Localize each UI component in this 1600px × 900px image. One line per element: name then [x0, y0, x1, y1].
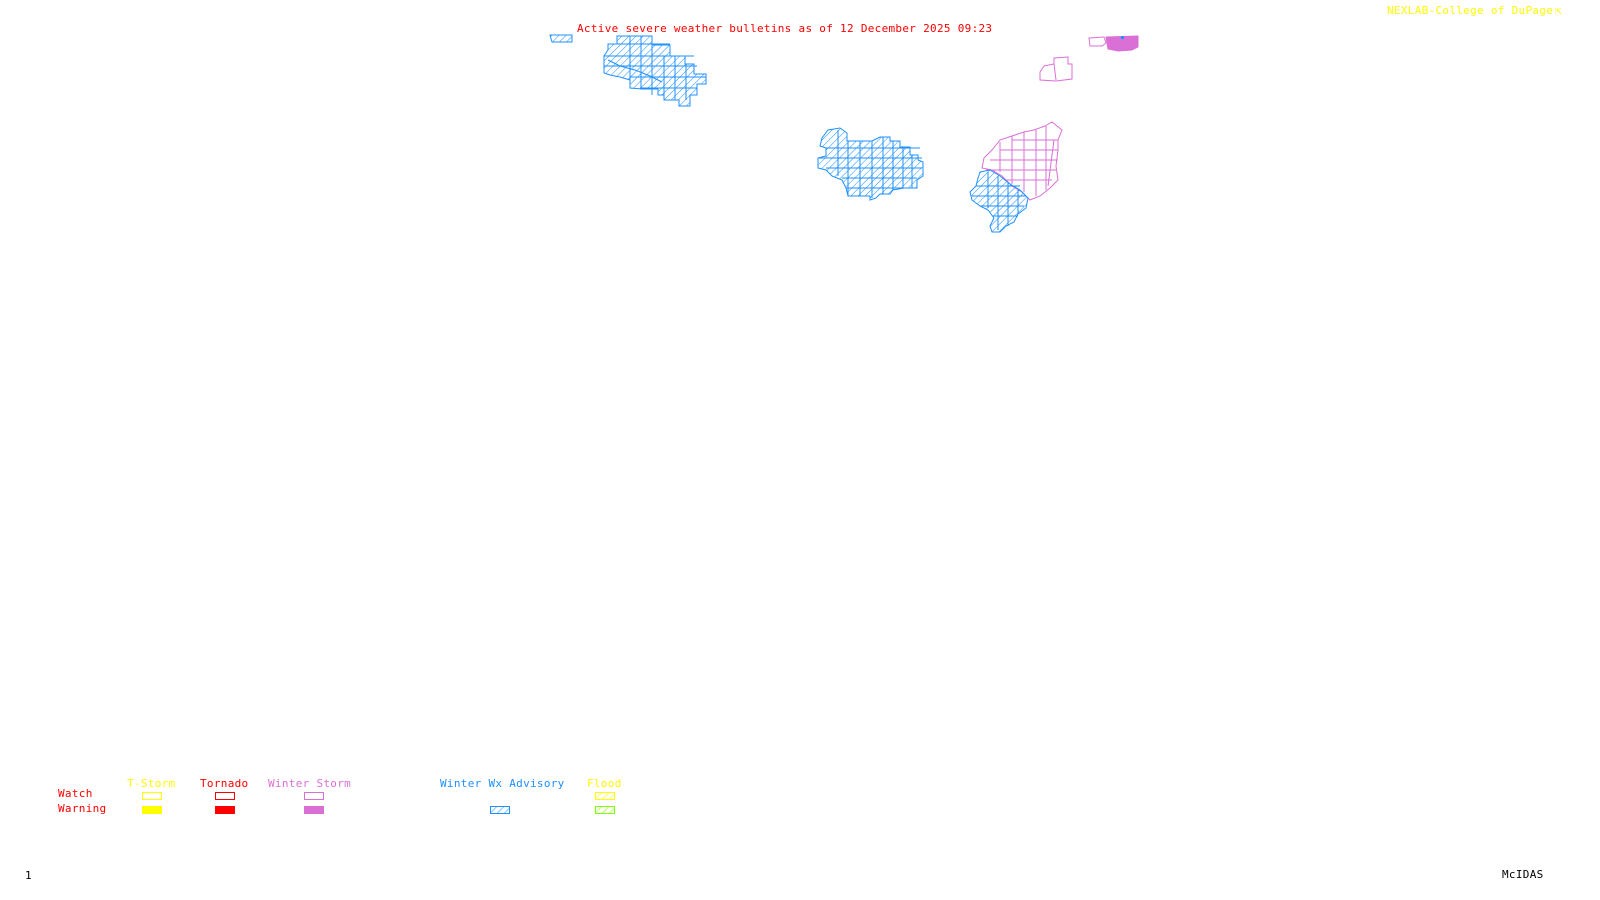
credit-label: NEXLAB-College of DuPage: [1387, 4, 1554, 17]
legend-swatch-winter-storm-warning: [304, 806, 324, 814]
credit-arrow-icon: ⇱: [1555, 4, 1562, 17]
winter-wx-advisory-upper-midwest: [817, 127, 924, 201]
software-label: McIDAS: [1502, 868, 1544, 881]
legend-swatch-flood-watch: [595, 792, 615, 800]
legend-label-winter-storm: Winter Storm: [268, 777, 352, 790]
winter-wx-advisory-northwest-fragment: [549, 34, 573, 43]
winter-storm-watch-great-lakes: [981, 121, 1063, 201]
legend-label-winter-wx-advisory: Winter Wx Advisory: [440, 777, 565, 790]
legend-swatch-winter-storm-watch: [304, 792, 324, 800]
winter-wx-advisory-north-plains: [603, 35, 707, 107]
legend-label-tornado: Tornado: [200, 777, 249, 790]
map-title: Active severe weather bulletins as of 12…: [577, 22, 993, 35]
legend-swatch-flood-warning: [595, 806, 615, 814]
winter-storm-warning-northeast: [1105, 35, 1139, 52]
legend-swatch-tstorm-warning: [142, 806, 162, 814]
legend-swatch-winter-wx-advisory: [490, 806, 510, 814]
legend-label-flood: Flood: [587, 777, 622, 790]
winter-storm-watch-north: [1039, 36, 1107, 82]
winter-wx-advisory-great-lakes: [969, 169, 1029, 233]
legend-swatch-tstorm-watch: [142, 792, 162, 800]
legend-label-tstorm: T-Storm: [127, 777, 176, 790]
frame-number: 1: [25, 869, 32, 882]
legend-swatch-tornado-watch: [215, 792, 235, 800]
legend-swatch-tornado-warning: [215, 806, 235, 814]
legend-row-label-watch: Watch: [58, 787, 93, 800]
legend-row-label-warning: Warning: [58, 802, 107, 815]
